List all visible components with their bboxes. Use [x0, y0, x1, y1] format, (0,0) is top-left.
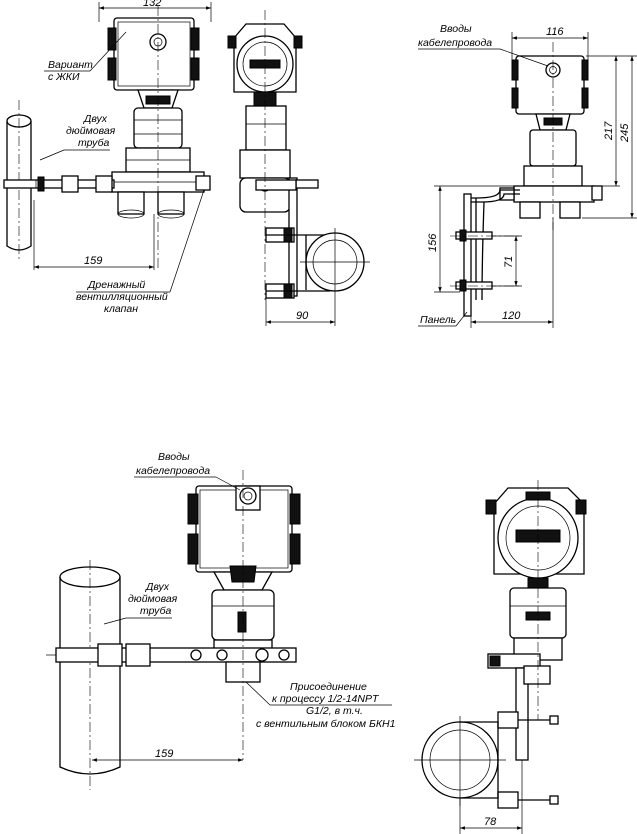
label-panel: Панель	[418, 311, 468, 327]
panel-transmitter-housing	[511, 55, 589, 115]
flange-and-bracket	[111, 171, 211, 219]
label-panel-text: Панель	[420, 314, 456, 326]
label-lcd-variant: Вариант с ЖКИ	[44, 31, 127, 83]
dim-71-text: 71	[503, 256, 515, 268]
dim-217: 217	[586, 55, 620, 187]
dim-159-bottom: 159	[92, 748, 243, 762]
label-pipe-top-line1: Двух	[83, 113, 108, 125]
label-pipe-bottom-line1: Двух	[145, 581, 170, 593]
dim-116-text: 116	[546, 26, 564, 38]
dim-245: 245	[582, 55, 637, 219]
bottom-front-housing	[485, 487, 587, 589]
label-cable-inputs-top-line2: кабелепровода	[418, 37, 492, 49]
bottom-front-pipe-section	[414, 716, 506, 806]
bracket-front	[255, 177, 330, 299]
bottom-front-bracket	[487, 653, 559, 809]
dim-71: 71	[492, 235, 522, 287]
view-pipe-mount-bottom-side: 159 Вводы кабелепровода Двух дюймовая тр…	[46, 451, 395, 790]
label-pipe-top-line2: дюймовая	[66, 125, 116, 137]
label-cable-inputs-bottom-line1: Вводы	[158, 451, 190, 463]
view-pipe-mount-bottom-front: 78	[414, 480, 587, 834]
dim-156: 156	[427, 185, 514, 293]
dim-245-text: 245	[619, 123, 631, 143]
transmitter-housing	[107, 17, 200, 91]
dim-120: 120	[470, 218, 554, 328]
label-drain-valve-line3: клапан	[104, 303, 138, 315]
dim-90: 90	[265, 296, 336, 326]
bottom-bracket	[46, 643, 297, 683]
label-lcd-variant-line1: Вариант	[48, 59, 93, 71]
label-pipe-top-line3: труба	[78, 137, 110, 149]
dim-217-text: 217	[603, 121, 615, 141]
label-process-connection-line3: G1/2, в т.ч.	[306, 705, 363, 717]
label-process-connection-line1: Присоединение	[290, 681, 367, 693]
panel-transmitter-neck	[499, 113, 603, 219]
dim-78-text: 78	[484, 816, 497, 828]
label-pipe-bottom: Двух дюймовая труба	[103, 581, 178, 625]
label-process-connection-line2: к процессу 1/2-14NPT	[272, 693, 380, 705]
dim-159-top-text: 159	[84, 255, 102, 267]
label-process-connection-line4: с вентильным блоком БКН1	[256, 718, 395, 730]
view-panel-mount: 116 217 245 156 71	[418, 23, 637, 328]
dim-159-top: 159	[33, 200, 155, 270]
label-drain-valve-line1: Дренажный	[87, 279, 145, 291]
pipe-2inch-bottom	[59, 560, 121, 790]
dim-132: 132	[98, 0, 212, 22]
label-drain-valve-line2: вентилляционный	[76, 291, 168, 303]
label-pipe-bottom-line3: труба	[140, 605, 172, 617]
view-pipe-mount-front: 90	[227, 10, 370, 326]
view-pipe-mount-side: 132 159 Вариант с ЖКИ Двух дюймовая труб…	[3, 0, 212, 315]
dim-132-text: 132	[143, 0, 161, 9]
label-pipe-top: Двух дюймовая труба	[39, 113, 116, 161]
label-cable-inputs-bottom: Вводы кабелепровода	[134, 451, 241, 491]
label-cable-inputs-top-line1: Вводы	[440, 23, 472, 35]
label-drain-valve: Дренажный вентилляционный клапан	[76, 189, 205, 315]
dim-159-bottom-text: 159	[155, 748, 173, 760]
label-process-connection: Присоединение к процессу 1/2-14NPT G1/2,…	[245, 681, 395, 730]
dim-120-text: 120	[502, 310, 521, 322]
u-bolt-rod	[3, 175, 115, 193]
label-pipe-bottom-line2: дюймовая	[128, 593, 178, 605]
label-lcd-variant-line2: с ЖКИ	[48, 71, 80, 83]
bottom-transmitter-housing	[187, 485, 301, 573]
label-cable-inputs-bottom-line2: кабелепровода	[136, 465, 210, 477]
dim-90-text: 90	[296, 310, 309, 322]
dim-116: 116	[511, 26, 589, 60]
dim-156-text: 156	[427, 233, 439, 252]
label-cable-inputs-top: Вводы кабелепровода	[418, 23, 549, 67]
pipe-section-front	[300, 228, 370, 296]
panel-plate	[450, 189, 520, 317]
dim-78: 78	[459, 760, 523, 834]
